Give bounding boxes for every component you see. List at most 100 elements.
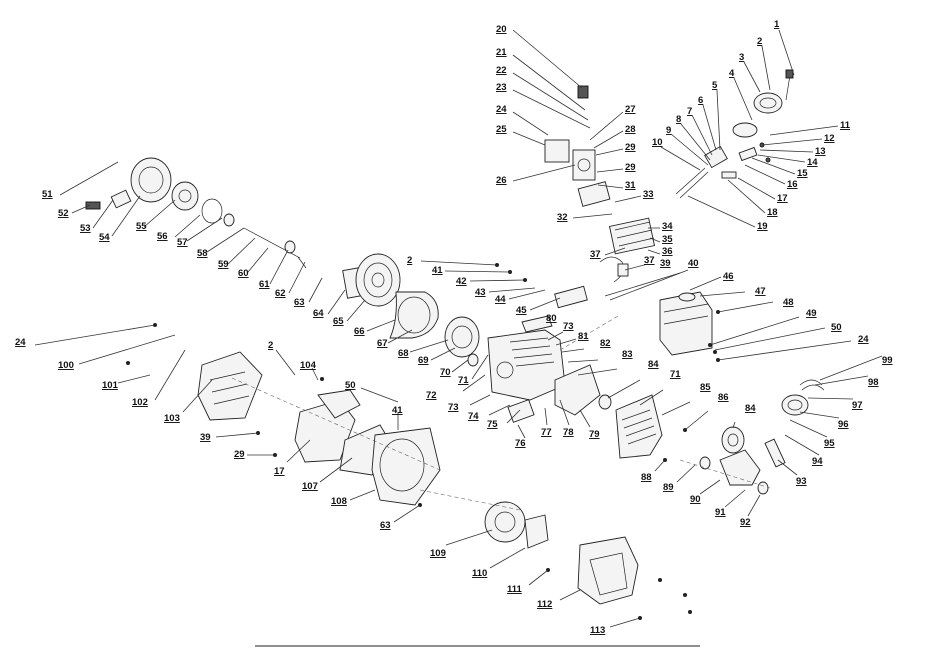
label-part-101: 101 [102, 380, 119, 391]
label-part-63-low: 63 [380, 520, 391, 531]
recoil-housing [130, 157, 172, 203]
connecting-rod [764, 438, 786, 468]
piston [781, 394, 809, 416]
label-part-24-right: 24 [858, 334, 869, 345]
label-part-9: 9 [666, 125, 671, 136]
head-gasket [521, 315, 553, 333]
label-part-10: 10 [652, 137, 663, 148]
label-part-71-right: 71 [670, 369, 681, 380]
label-part-74: 74 [468, 411, 479, 422]
label-part-111: 111 [507, 584, 523, 595]
label-part-73-top: 73 [563, 321, 574, 332]
label-part-108: 108 [331, 496, 347, 507]
label-part-21: 21 [496, 47, 507, 58]
fuel-tank-housing [577, 536, 639, 605]
fastener-dots [126, 263, 720, 620]
label-part-66: 66 [354, 326, 365, 337]
recoil-starter [85, 157, 307, 269]
label-part-20: 20 [496, 24, 507, 35]
label-part-29-b: 29 [625, 162, 636, 173]
label-part-12: 12 [824, 133, 835, 144]
label-part-46: 46 [723, 271, 734, 282]
label-part-95: 95 [824, 438, 835, 449]
label-part-96: 96 [838, 419, 849, 430]
label-part-6: 6 [698, 95, 703, 106]
blower-fan [484, 501, 526, 543]
label-part-112: 112 [537, 599, 552, 610]
label-part-91: 91 [715, 507, 726, 518]
label-part-28: 28 [625, 124, 636, 135]
label-part-22: 22 [496, 65, 507, 76]
label-part-113: 113 [590, 625, 605, 636]
label-part-104: 104 [300, 360, 317, 371]
label-part-77: 77 [541, 427, 552, 438]
label-part-14: 14 [807, 157, 818, 168]
label-part-63-top: 63 [294, 297, 305, 308]
label-part-110: 110 [472, 568, 487, 579]
air-filter-cover [753, 92, 783, 114]
label-part-24-left: 24 [15, 337, 26, 348]
fuel-filter [577, 85, 589, 99]
label-part-109: 109 [430, 548, 446, 559]
cooling-fan [355, 253, 401, 307]
label-part-23: 23 [496, 82, 507, 93]
label-part-85: 85 [700, 382, 711, 393]
label-part-98: 98 [868, 377, 879, 388]
label-part-17-low: 17 [274, 466, 285, 477]
label-part-42: 42 [456, 276, 467, 287]
stator-engine [444, 256, 629, 423]
carburetor-assembly [544, 85, 656, 255]
lower-housings [197, 351, 639, 605]
label-part-43: 43 [475, 287, 486, 298]
label-part-2-mid: 2 [407, 255, 412, 266]
muffler [659, 291, 713, 356]
bearing [467, 353, 479, 367]
label-part-84-top: 84 [648, 359, 659, 370]
crankcase-cover [615, 394, 663, 459]
label-part-2-low: 2 [268, 340, 273, 351]
valve-spring [704, 145, 728, 169]
label-part-7: 7 [687, 106, 692, 117]
label-part-17: 17 [777, 193, 788, 204]
label-part-80: 80 [546, 313, 557, 324]
label-part-52: 52 [58, 208, 69, 219]
label-part-68: 68 [398, 348, 409, 359]
label-part-70: 70 [440, 367, 451, 378]
leader-lines [34, 29, 883, 628]
label-part-41-top: 41 [432, 265, 443, 276]
label-part-97: 97 [852, 400, 863, 411]
label-part-55: 55 [136, 221, 147, 232]
label-part-81: 81 [578, 331, 589, 342]
label-part-90: 90 [690, 494, 701, 505]
label-part-79: 79 [589, 429, 600, 440]
label-part-50-right: 50 [831, 322, 842, 333]
recoil-spring [201, 198, 223, 224]
label-part-54: 54 [99, 232, 110, 243]
label-part-71-a: 71 [458, 375, 469, 386]
label-part-83: 83 [622, 349, 633, 360]
label-part-60: 60 [238, 268, 249, 279]
label-part-75: 75 [487, 419, 498, 430]
label-part-37-a: 37 [590, 249, 601, 260]
label-part-65: 65 [333, 316, 344, 327]
label-part-53: 53 [80, 223, 91, 234]
intake-box [544, 139, 570, 163]
air-filter-gasket [732, 122, 758, 138]
label-part-24-top: 24 [496, 104, 507, 115]
label-part-56: 56 [157, 231, 168, 242]
crank-gear [721, 426, 745, 454]
cover-screw [785, 69, 794, 79]
label-part-50-low: 50 [345, 380, 356, 391]
label-part-107: 107 [302, 481, 318, 492]
label-part-13: 13 [815, 146, 826, 157]
assembly-axes [231, 314, 771, 511]
label-part-102: 102 [132, 397, 148, 408]
label-part-84-right: 84 [745, 403, 756, 414]
cylinder-head [608, 217, 656, 255]
label-part-36: 36 [662, 246, 673, 257]
label-part-34: 34 [662, 221, 673, 232]
stator [444, 316, 480, 358]
label-part-29-a: 29 [625, 142, 636, 153]
